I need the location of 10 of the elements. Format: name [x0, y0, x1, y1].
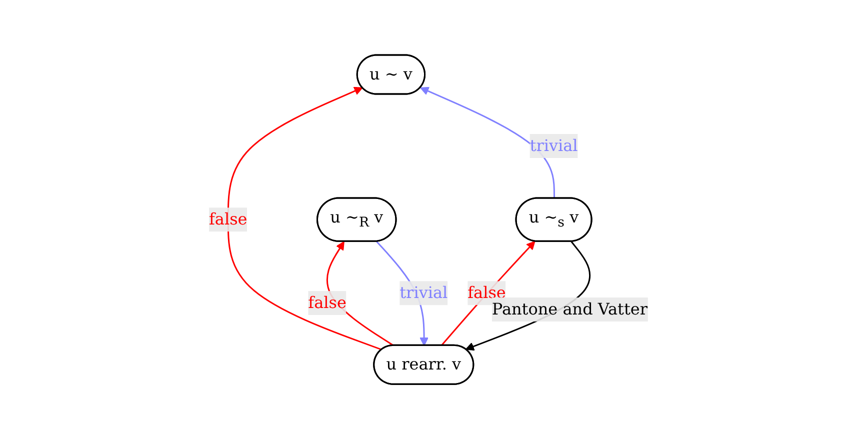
arrow: [420, 87, 555, 199]
edge-label: false: [467, 284, 506, 303]
arrow: [440, 241, 535, 347]
edge-label: false: [308, 293, 346, 312]
edge-label: Pantone and Vatter: [492, 300, 648, 319]
edge-label: false: [208, 210, 248, 229]
edge-label: trivial: [529, 136, 578, 156]
arrow: [227, 87, 382, 351]
edge-label: trivial: [399, 284, 448, 303]
arrow: [465, 242, 590, 352]
